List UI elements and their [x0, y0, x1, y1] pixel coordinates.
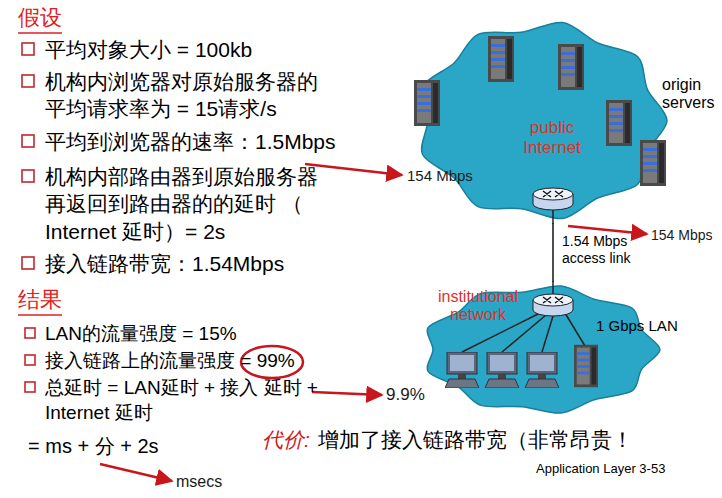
result: LAN的流量强度 = 15%	[45, 322, 237, 347]
annotation-arrow	[312, 392, 382, 395]
server-icon	[414, 80, 440, 126]
assumption: 平均对象大小 = 100kb	[45, 36, 252, 63]
lan-wires	[462, 207, 585, 352]
lan-label: 1 Gbps LAN	[596, 316, 678, 336]
bullet	[22, 135, 34, 147]
assumption: 接入链路带宽：1.54Mbps	[45, 250, 284, 277]
assumption: 机构内浏览器对原始服务器的 平均请求率为 = 15请求/s	[45, 68, 335, 123]
slide-footer: Application Layer 3-53	[536, 461, 665, 478]
access-link	[552, 223, 554, 282]
bullet	[22, 43, 34, 55]
annotation-arrow	[100, 464, 172, 481]
annotation: msecs	[176, 472, 222, 493]
wire	[552, 281, 554, 294]
cost-text: 增加了接入链路带宽（非常昂贵！	[318, 426, 633, 453]
bullet	[22, 257, 34, 269]
pc-icon	[445, 352, 479, 388]
heading-underline	[18, 314, 62, 316]
server-label: origin servers	[662, 76, 720, 113]
section-heading: 假设	[18, 4, 62, 33]
router-icon	[533, 188, 573, 210]
result: 接入链路上的流量强度 = 99%	[45, 349, 295, 374]
pc-icon	[485, 352, 519, 388]
annotation: 154 Mbps	[651, 226, 712, 244]
result: 总延时 = LAN延时 + 接入 延时 + Internet 延时	[45, 376, 345, 425]
bullet	[22, 170, 34, 182]
link-label: 1.54 Mbps access link	[562, 233, 642, 267]
server-icon	[488, 36, 514, 82]
origin-servers	[414, 36, 666, 186]
cloud-label: institutional network	[422, 288, 534, 325]
wire	[502, 315, 546, 352]
wire	[565, 313, 585, 346]
heading-underline	[18, 32, 62, 34]
annotation: 9.9%	[386, 384, 425, 406]
cloud-outline	[422, 22, 667, 218]
bullet	[22, 75, 34, 87]
bullet	[25, 382, 35, 392]
annotation-arrow	[568, 226, 647, 234]
section-heading: 结果	[18, 286, 62, 315]
bullet	[25, 355, 35, 365]
formula: = ms + 分 + 2s	[28, 433, 159, 459]
router-icon	[533, 294, 573, 316]
server-icon	[558, 44, 584, 90]
wire	[542, 316, 553, 352]
assumption: 平均到浏览器的速率：1.5Mbps	[45, 128, 336, 155]
cost-label: 代价:	[262, 426, 310, 453]
assumption: 机构内部路由器到原始服务器 再返回到路由器的的延时 （ Internet 延时）…	[45, 163, 335, 245]
cloud-label: public Internet	[504, 118, 600, 157]
server-icon	[606, 100, 632, 146]
pc-icon	[525, 352, 559, 388]
wire	[462, 313, 540, 352]
server-icon	[574, 345, 598, 387]
annotation-arrow	[305, 164, 402, 175]
bullet	[25, 328, 35, 338]
annotation: 154 Mbps	[407, 166, 473, 186]
bullet-squares	[22, 43, 35, 392]
server-icon	[640, 140, 666, 186]
